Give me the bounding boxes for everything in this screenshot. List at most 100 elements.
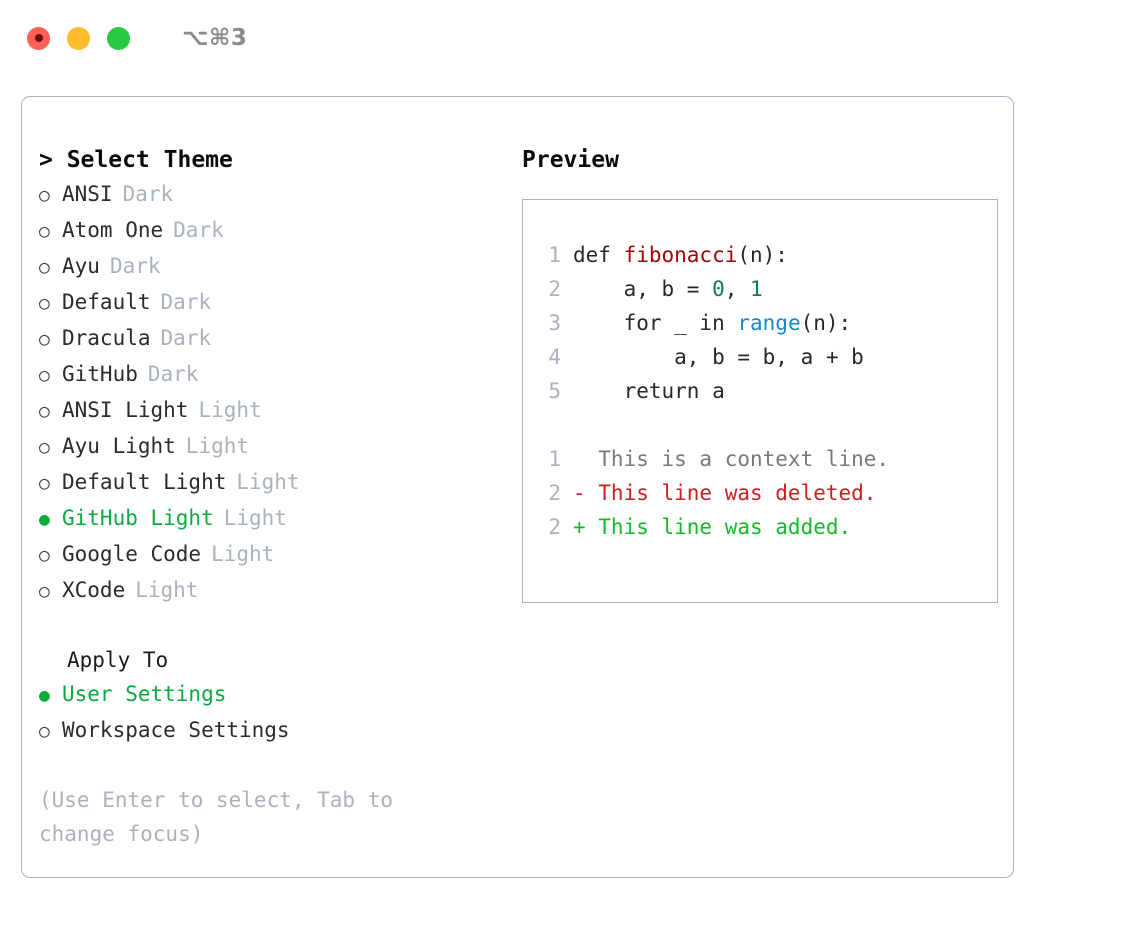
line-number: 5 <box>548 379 561 403</box>
apply-to-label: User Settings <box>62 682 227 706</box>
theme-variant-tag: Dark <box>109 254 161 278</box>
code-line: 5 return a <box>545 374 997 408</box>
apply-to-header: Apply To <box>67 648 169 672</box>
theme-name: Ayu Light <box>62 434 176 458</box>
diff-text: - This line was deleted. <box>573 481 877 505</box>
theme-name: Dracula <box>62 326 151 350</box>
theme-option[interactable]: ● GitHub Light Light <box>39 501 504 537</box>
close-button[interactable] <box>27 26 50 50</box>
keyboard-hint-text: (Use Enter to select, Tab to change focu… <box>39 788 406 846</box>
code-token: 1 <box>750 277 763 301</box>
theme-name: Google Code <box>62 542 202 566</box>
code-line: 1 def fibonacci(n): <box>545 238 997 272</box>
radio-unselected-icon: ○ <box>39 473 50 494</box>
radio-selected-icon: ● <box>39 509 50 530</box>
theme-name: Atom One <box>62 218 164 242</box>
apply-to-option[interactable]: ● User Settings <box>39 677 504 713</box>
code-token: a, b = b, a + b <box>573 345 864 369</box>
radio-unselected-icon: ○ <box>39 257 50 278</box>
theme-variant-tag: Dark <box>122 182 174 206</box>
section-spacer <box>39 609 504 643</box>
theme-name: GitHub <box>62 362 138 386</box>
window-controls <box>27 26 130 50</box>
theme-variant-tag: Dark <box>147 362 199 386</box>
theme-name: Default <box>62 290 151 314</box>
line-number: 2 <box>548 481 561 505</box>
title-bar: ⌥⌘3 <box>0 0 1140 76</box>
radio-unselected-icon: ○ <box>39 365 50 386</box>
radio-unselected-icon: ○ <box>39 221 50 242</box>
theme-option[interactable]: ○ ANSI Dark <box>39 177 504 213</box>
line-number: 2 <box>548 515 561 539</box>
code-token: for _ in <box>573 311 738 335</box>
theme-option[interactable]: ○ ANSI Light Light <box>39 393 504 429</box>
theme-variant-tag: Light <box>223 506 287 530</box>
code-token: def <box>573 243 624 267</box>
code-line: 3 for _ in range(n): <box>545 306 997 340</box>
line-number: 2 <box>548 277 561 301</box>
line-number: 1 <box>548 243 561 267</box>
theme-variant-tag: Light <box>198 398 262 422</box>
diff-line: 1 This is a context line. <box>545 442 997 476</box>
code-token: return a <box>573 379 725 403</box>
keyboard-shortcut-label: ⌥⌘3 <box>182 25 248 51</box>
theme-option[interactable]: ○ XCode Light <box>39 573 504 609</box>
diff-line: 2 - This line was deleted. <box>545 476 997 510</box>
code-token: fibonacci <box>623 243 738 267</box>
code-diff-separator <box>545 408 997 442</box>
minimize-button[interactable] <box>67 26 90 50</box>
theme-option[interactable]: ○ Ayu Light Light <box>39 429 504 465</box>
theme-name: Ayu <box>62 254 100 278</box>
code-token: , <box>724 277 751 301</box>
radio-unselected-icon: ○ <box>39 401 50 422</box>
maximize-button[interactable] <box>107 26 130 50</box>
apply-to-label: Workspace Settings <box>62 718 290 742</box>
apply-to-list[interactable]: ● User Settings ○ Workspace Settings <box>39 677 504 749</box>
theme-variant-tag: Light <box>135 578 199 602</box>
code-token: a, b = <box>573 277 713 301</box>
theme-option[interactable]: ○ Default Dark <box>39 285 504 321</box>
preview-header: Preview <box>522 147 619 173</box>
radio-unselected-icon: ○ <box>39 293 50 314</box>
theme-variant-tag: Light <box>211 542 275 566</box>
diff-sample: 1 This is a context line. 2 - This line wa… <box>545 442 997 544</box>
line-number: 4 <box>548 345 561 369</box>
radio-unselected-icon: ○ <box>39 721 50 742</box>
radio-unselected-icon: ○ <box>39 581 50 602</box>
theme-name: ANSI <box>62 182 113 206</box>
theme-variant-tag: Light <box>236 470 300 494</box>
theme-variant-tag: Dark <box>173 218 224 242</box>
radio-selected-icon: ● <box>39 685 50 706</box>
radio-unselected-icon: ○ <box>39 437 50 458</box>
code-token: range <box>737 311 801 335</box>
diff-text: This is a context line. <box>573 447 890 471</box>
line-number: 3 <box>548 311 561 335</box>
theme-name: XCode <box>62 578 126 602</box>
theme-variant-tag: Dark <box>160 290 212 314</box>
radio-unselected-icon: ○ <box>39 185 50 206</box>
theme-name: GitHub Light <box>62 506 214 530</box>
theme-option[interactable]: ○ GitHub Dark <box>39 357 504 393</box>
theme-name: ANSI Light <box>62 398 189 422</box>
radio-unselected-icon: ○ <box>39 329 50 350</box>
select-theme-header: > Select Theme <box>39 147 233 173</box>
theme-option[interactable]: ○ Atom One Dark <box>39 213 504 249</box>
code-token: (n): <box>737 243 788 267</box>
diff-text: + This line was added. <box>573 515 852 539</box>
apply-to-option[interactable]: ○ Workspace Settings <box>39 713 504 749</box>
code-token: (n): <box>800 311 852 335</box>
diff-line: 2 + This line was added. <box>545 510 997 544</box>
code-line: 4 a, b = b, a + b <box>545 340 997 374</box>
theme-option[interactable]: ○ Ayu Dark <box>39 249 504 285</box>
theme-variant-tag: Light <box>185 434 250 458</box>
